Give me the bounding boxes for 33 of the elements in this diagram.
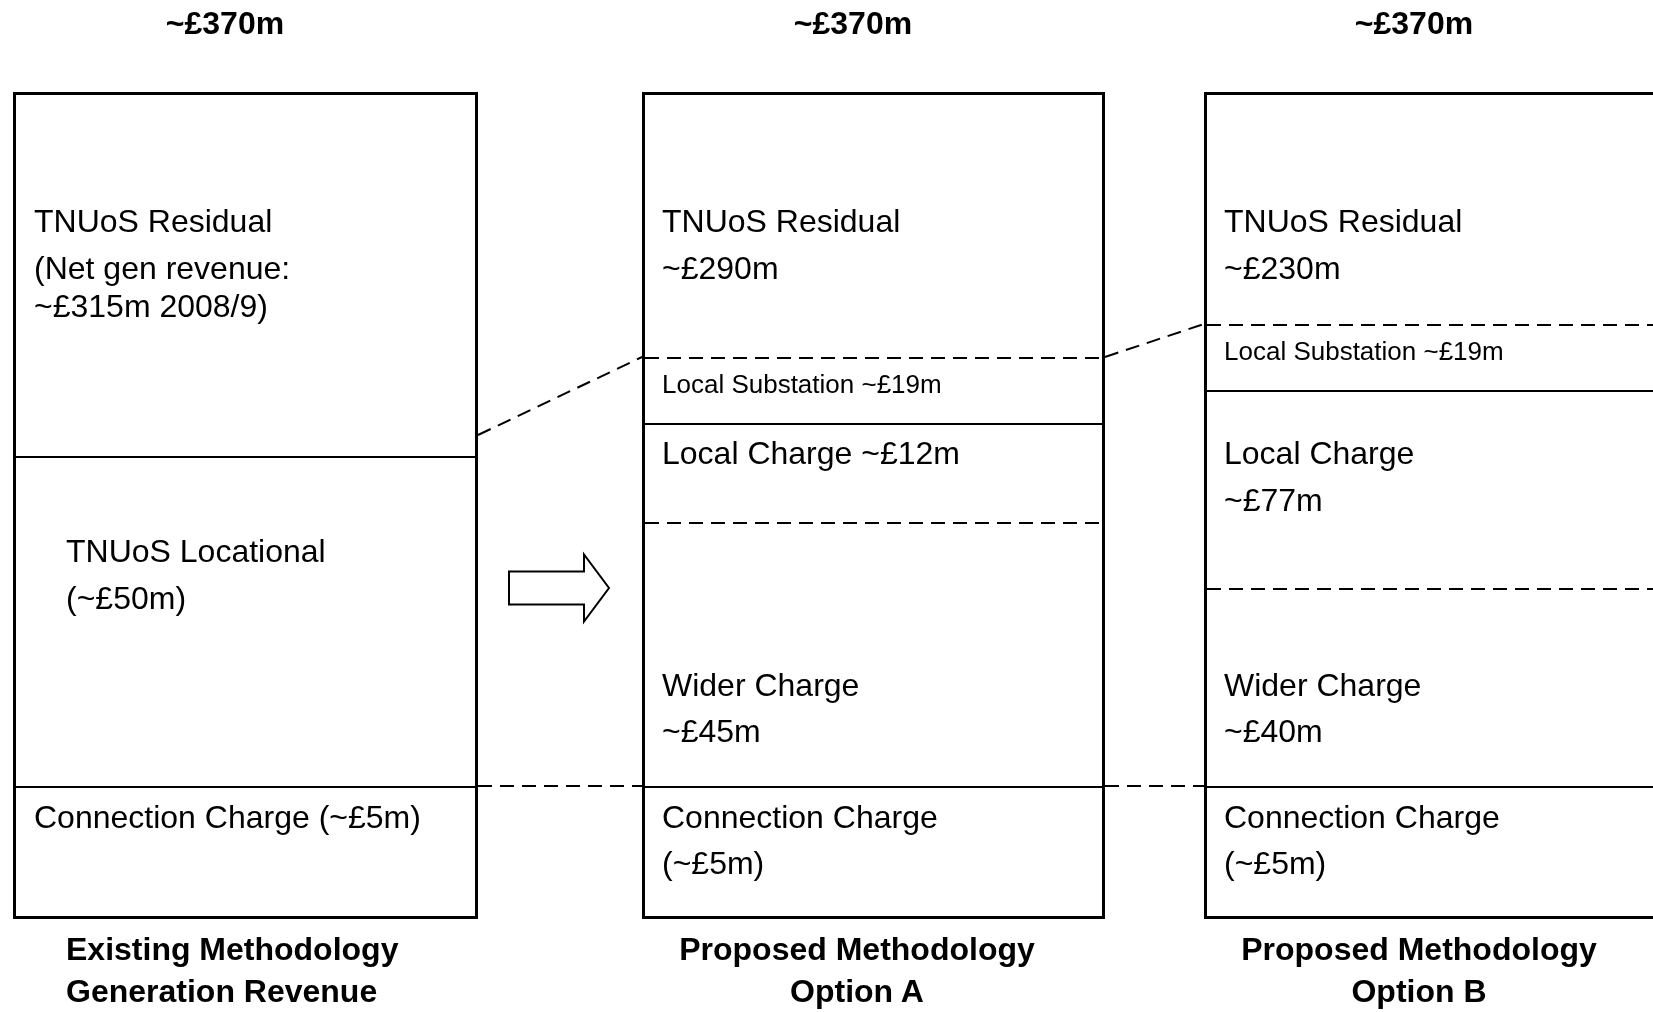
column-total: ~£370m [793, 4, 913, 42]
segment-label: Connection Charge [1224, 798, 1500, 836]
segment-amount: ~£77m [1224, 481, 1323, 519]
segment-label: Local Charge ~£12m [662, 434, 960, 472]
segment-amount: (~£50m) [66, 579, 187, 617]
segment-amount: ~£40m [1224, 712, 1323, 750]
block-arrow [508, 551, 611, 625]
segment-label: Wider Charge [1224, 666, 1422, 704]
column-caption: Existing Methodology Generation Revenue [66, 930, 400, 1011]
segment-amount: ~£230m [1224, 249, 1341, 287]
segment-label: TNUoS Residual [662, 202, 901, 240]
segment-note: (Net gen revenue: ~£315m 2008/9) [34, 249, 292, 325]
segment-amount: ~£45m [662, 712, 761, 750]
segment-label: Connection Charge [662, 798, 938, 836]
segment-amount: (~£5m) [662, 844, 765, 882]
segment-label: TNUoS Locational [66, 532, 326, 570]
column-caption: Proposed Methodology Option A [678, 930, 1036, 1011]
column-total: ~£370m [1354, 4, 1474, 42]
segment-label: Local Substation ~£19m [662, 368, 942, 400]
dashed-connector [477, 356, 643, 436]
dashed-connector [1104, 785, 1205, 787]
segment-label: TNUoS Residual [1224, 202, 1463, 240]
segment-label: TNUoS Residual [34, 202, 273, 240]
segment-amount: (~£5m) [1224, 844, 1327, 882]
segment-label: Wider Charge [662, 666, 860, 704]
segment-label: Local Charge [1224, 434, 1415, 472]
column-caption: Proposed Methodology Option B [1240, 930, 1598, 1011]
segment-amount: ~£290m [662, 249, 779, 287]
column-total: ~£370m [165, 4, 285, 42]
dashed-connector [1104, 323, 1205, 358]
dashed-connector [477, 785, 643, 787]
segment-label: Local Substation ~£19m [1224, 335, 1504, 367]
segment-label: Connection Charge (~£5m) [34, 798, 421, 836]
